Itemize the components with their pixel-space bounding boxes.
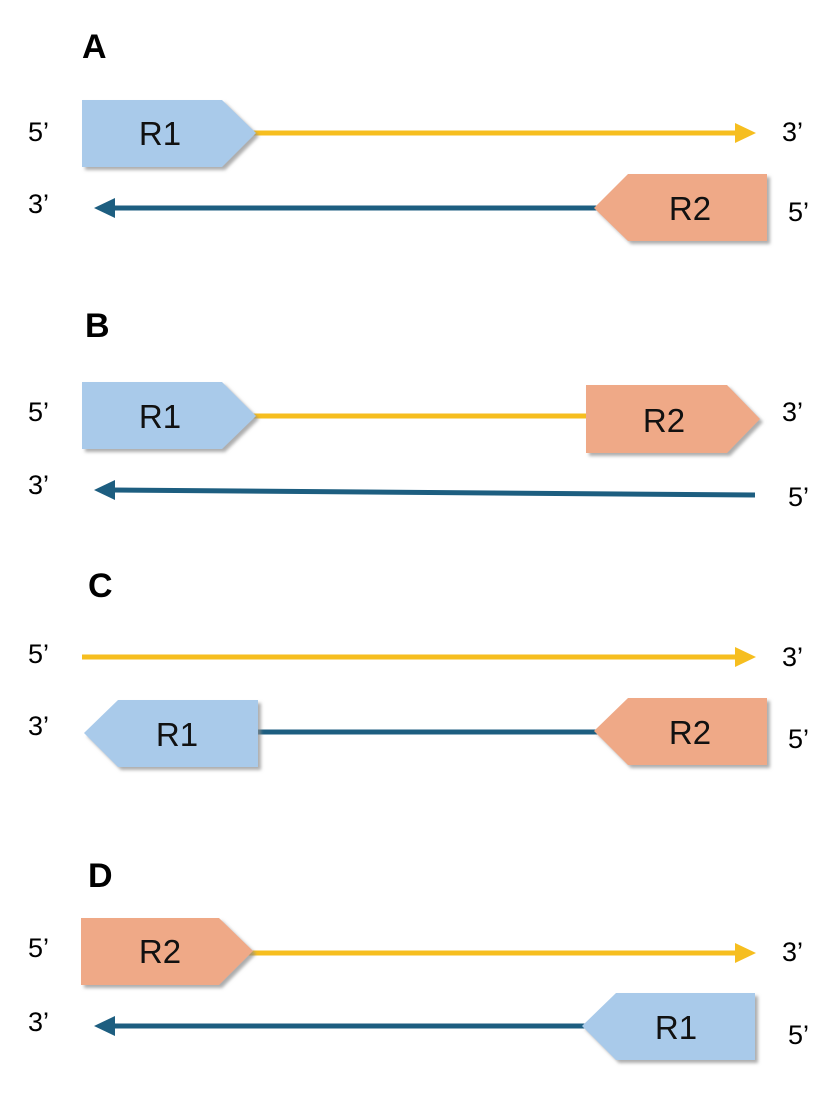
panel-a-top-strand-arrowhead (735, 123, 756, 143)
panel-a-top-left-end: 5’ (28, 117, 49, 147)
panel-c: C 5’ 3’ 3’ 5’ R1 R2 (28, 567, 809, 767)
panel-a-r2-label: R2 (669, 190, 711, 227)
panel-b-r2-box (586, 385, 760, 453)
panel-c-r2-primer: R2 (594, 698, 767, 765)
panel-c-top-left-end: 5’ (28, 639, 49, 669)
panel-b: B 5’ 3’ 3’ 5’ R1 R2 (28, 307, 809, 512)
panel-d-top-left-end: 5’ (28, 933, 49, 963)
panel-b-bottom-strand (111, 487, 756, 498)
panel-b-top-left-end: 5’ (28, 397, 49, 427)
panel-b-r1-box (82, 382, 256, 449)
panel-d-r2-box (81, 918, 253, 985)
panel-d-top-strand-arrowhead (735, 943, 756, 963)
panel-a-r2-primer: R2 (594, 174, 767, 241)
panel-b-r1-label: R1 (139, 398, 181, 435)
panel-b-letter: B (85, 307, 110, 345)
panel-c-bottom-right-end: 5’ (788, 724, 809, 754)
panel-a-r1-primer: R1 (82, 100, 256, 167)
panel-c-r1-primer: R1 (84, 700, 258, 767)
panel-c-bottom-left-end: 3’ (28, 711, 49, 741)
panel-c-top-right-end: 3’ (782, 642, 803, 672)
panel-a: A 5’ 3’ 3’ 5’ R1 R2 (28, 28, 809, 241)
panel-c-r1-box (84, 700, 258, 767)
panel-b-r2-primer: R2 (586, 385, 760, 453)
panel-c-r1-label: R1 (156, 716, 198, 753)
panel-a-letter: A (82, 28, 107, 66)
panel-b-bottom-strand-arrowhead (94, 480, 115, 500)
panel-d-bottom-strand-arrowhead (94, 1016, 115, 1036)
panel-d-bottom-left-end: 3’ (28, 1007, 49, 1037)
panel-d-r2-primer: R2 (81, 918, 253, 985)
panel-d-letter: D (88, 857, 113, 895)
panel-d-r1-label: R1 (655, 1009, 697, 1046)
panel-d-top-right-end: 3’ (782, 937, 803, 967)
panel-a-bottom-left-end: 3’ (28, 189, 49, 219)
panel-b-bottom-left-end: 3’ (28, 470, 49, 500)
panel-b-r2-label: R2 (643, 402, 685, 439)
panel-a-r1-box (82, 100, 256, 167)
panel-a-r1-label: R1 (139, 115, 181, 152)
panel-c-top-strand-arrowhead (735, 647, 756, 667)
panel-d-bottom-right-end: 5’ (788, 1020, 809, 1050)
panel-c-letter: C (88, 567, 113, 605)
panel-d-r2-label: R2 (139, 933, 181, 970)
panel-d-r1-primer: R1 (582, 993, 755, 1060)
panel-b-bottom-right-end: 5’ (788, 482, 809, 512)
panel-b-r1-primer: R1 (82, 382, 256, 449)
panel-a-bottom-strand-arrowhead (94, 198, 115, 218)
panel-c-r2-label: R2 (669, 714, 711, 751)
panel-a-r2-box (594, 174, 767, 241)
panel-d-r1-box (582, 993, 755, 1060)
panel-a-bottom-right-end: 5’ (788, 197, 809, 227)
panel-a-top-right-end: 3’ (782, 117, 803, 147)
panel-d: D 5’ 3’ 3’ 5’ R2 R1 (28, 857, 809, 1060)
panel-b-top-right-end: 3’ (782, 397, 803, 427)
panel-c-r2-box (594, 698, 767, 765)
